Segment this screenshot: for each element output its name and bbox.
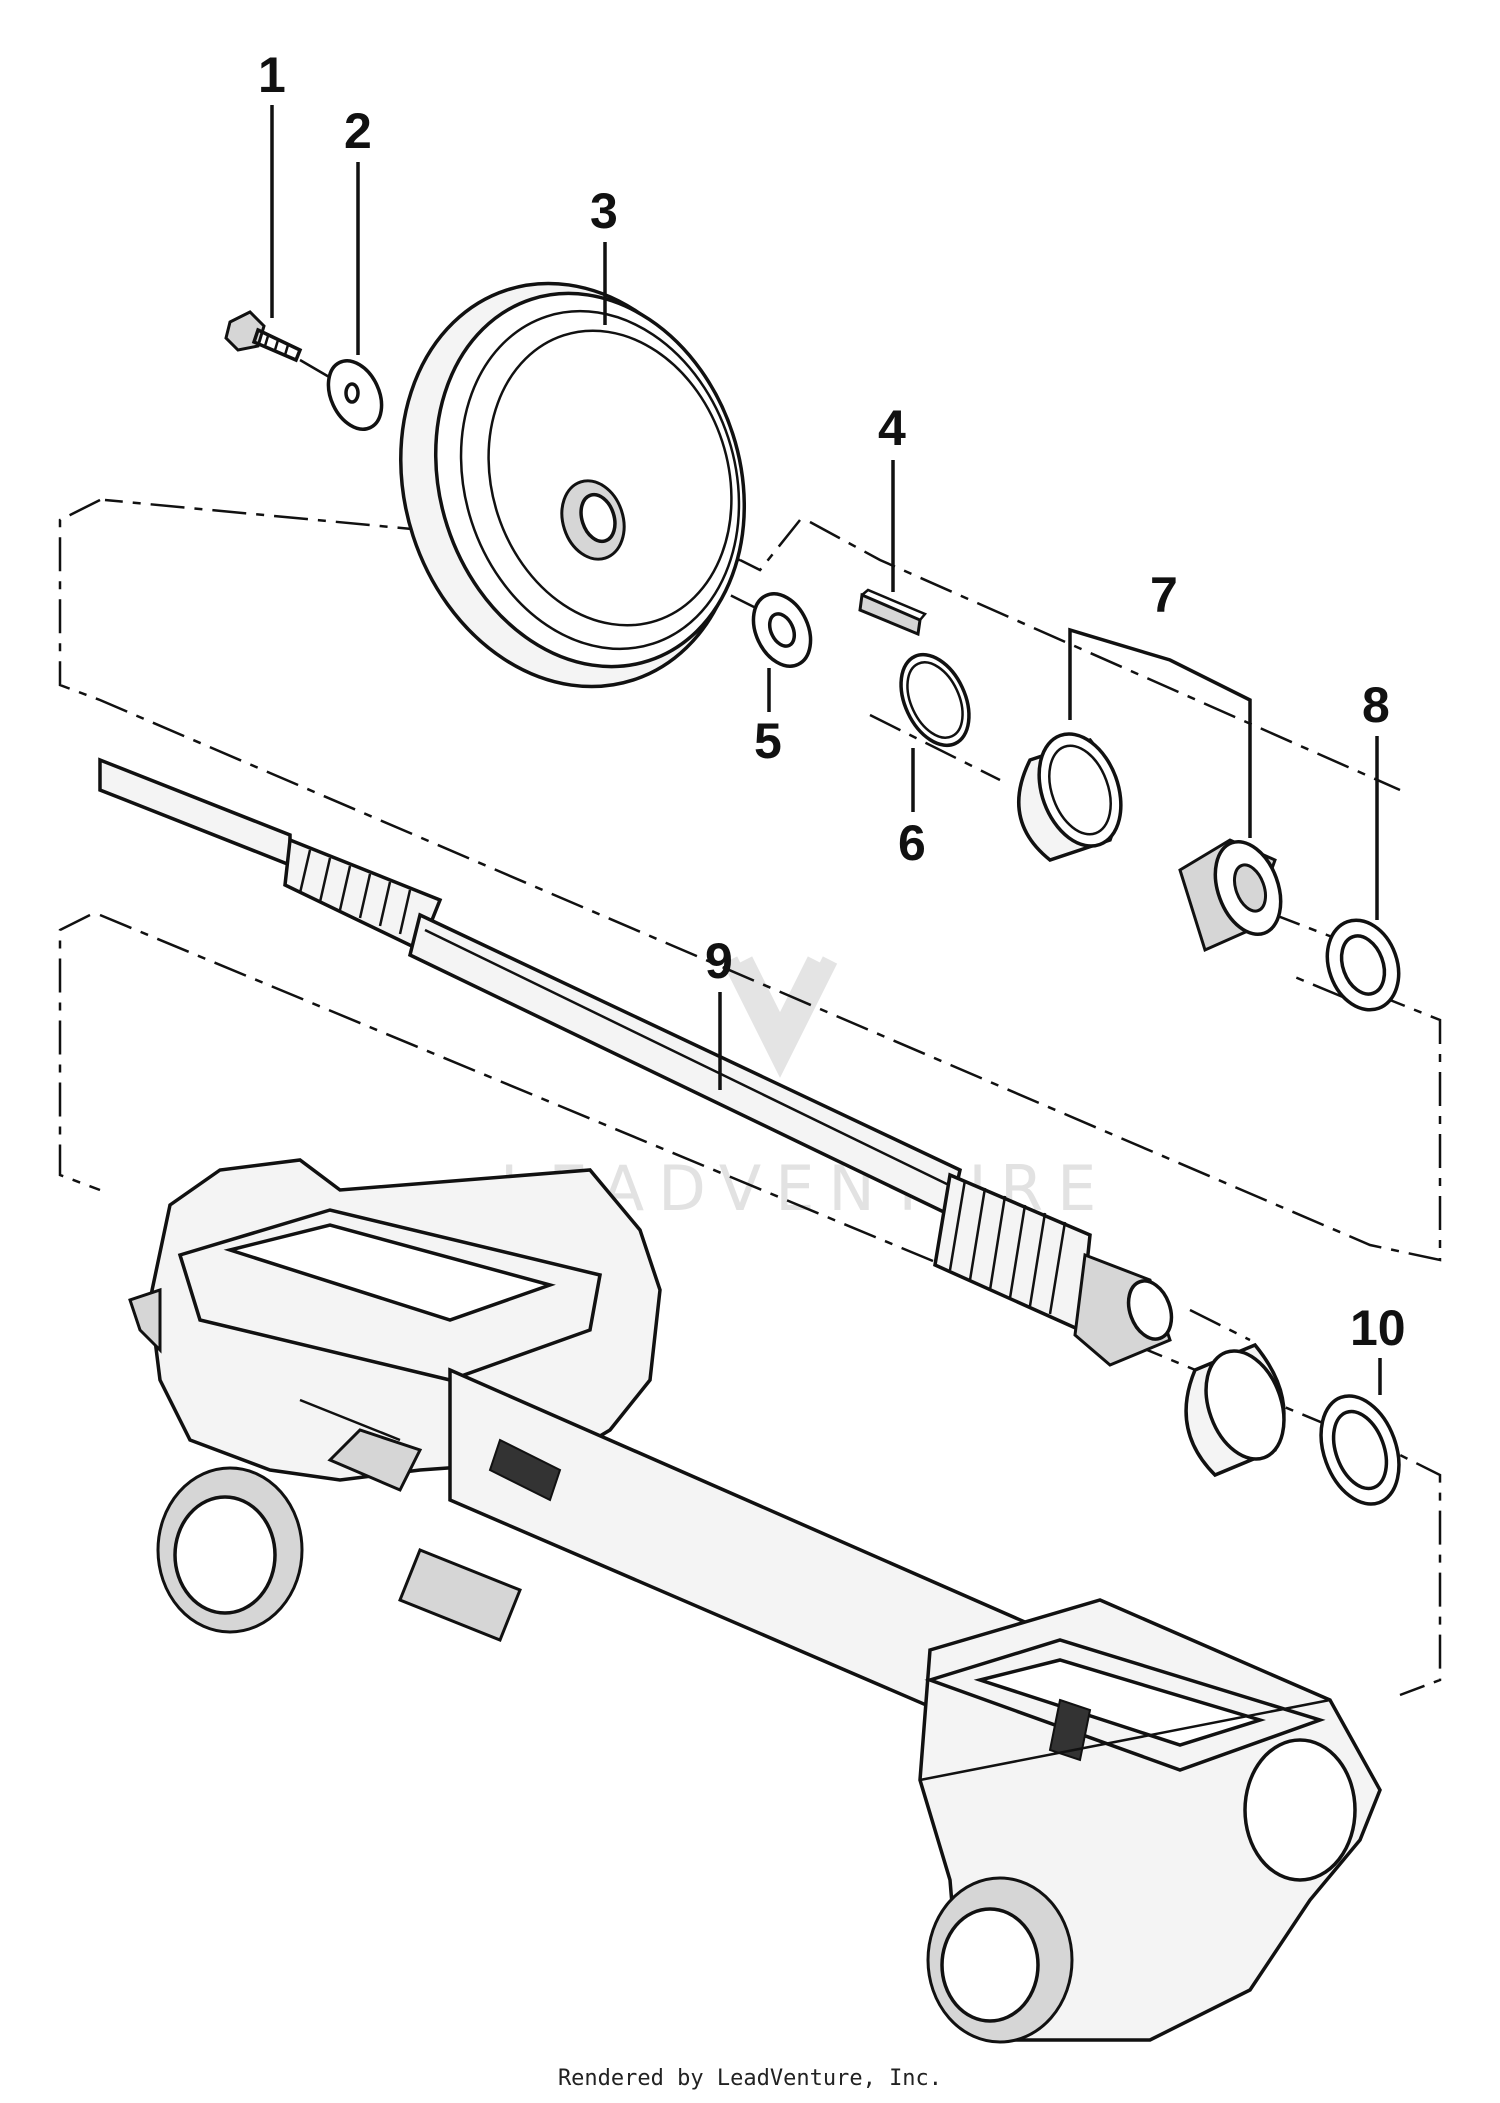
- lower-axis-line: [1189, 1308, 1251, 1342]
- callout-5: 5: [754, 668, 782, 769]
- callout-number: 9: [705, 933, 733, 989]
- spacer-washer-part: [751, 592, 813, 668]
- upper-group-outline: [58, 498, 1442, 1262]
- callout-number: 2: [344, 103, 372, 159]
- transmission-housing: [128, 1158, 1382, 2044]
- footer-credit: Rendered by LeadVenture, Inc.: [558, 2066, 942, 2091]
- callout-3: 3: [590, 183, 618, 325]
- bearing-cup-part: [1017, 732, 1123, 862]
- thrust-washer-part: [1325, 918, 1401, 1012]
- lower-washer-part: [1319, 1394, 1401, 1506]
- callout-4: 4: [878, 400, 906, 592]
- callout-number: 10: [1350, 1300, 1406, 1356]
- bolt-part: [224, 310, 303, 363]
- callout-7: 7: [1150, 567, 1178, 623]
- callout-number: 7: [1150, 567, 1178, 623]
- callout-number: 8: [1362, 677, 1390, 733]
- callout-6: 6: [898, 748, 926, 871]
- callout-7-bracket: [1068, 627, 1252, 838]
- callout-number: 1: [258, 47, 286, 103]
- callout-number: 4: [878, 400, 906, 456]
- callout-number: 6: [898, 815, 926, 871]
- worm-shaft-part: [98, 757, 1174, 1367]
- callout-8: 8: [1362, 677, 1390, 920]
- callout-1: 1: [258, 47, 286, 318]
- lower-bearing-cup-part: [1184, 1342, 1286, 1478]
- callout-number: 3: [590, 183, 618, 239]
- callout-9: 9: [705, 933, 733, 1090]
- callout-2: 2: [344, 103, 372, 355]
- key-part: [858, 588, 928, 637]
- watermark-flame-icon: [722, 956, 838, 1078]
- pulley-part: [399, 281, 747, 689]
- bearing-cone-part: [1178, 838, 1283, 953]
- washer-part: [326, 359, 384, 431]
- snap-ring-part: [899, 652, 971, 748]
- callout-10: 10: [1350, 1300, 1406, 1395]
- callout-number: 5: [754, 713, 782, 769]
